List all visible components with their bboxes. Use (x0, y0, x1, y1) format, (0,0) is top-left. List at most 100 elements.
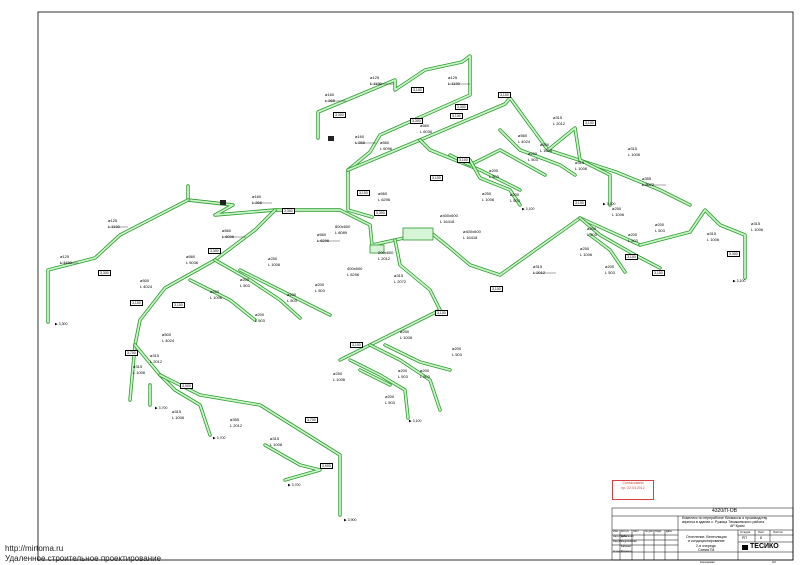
dimension-label: L 1006 (540, 148, 553, 153)
damper (369, 244, 385, 254)
dimension-label: L 4024 (140, 284, 153, 289)
dimension-label: L 1130 (448, 81, 460, 86)
duct (469, 159, 521, 206)
dimension-label: ø200 (452, 346, 462, 351)
dimension-label: L 503 (452, 352, 462, 357)
elevation-mark: ▶ 3,900 (344, 518, 357, 522)
duct (239, 269, 331, 316)
dimension-label: ø315 (270, 436, 280, 441)
dimension-label: L 268 (325, 98, 335, 103)
project-line-3: АР Крым (730, 524, 745, 528)
elevation-tag: 3,300 (333, 112, 346, 118)
elevation-tag: 3,100 (411, 87, 424, 93)
signature-cell: Нач.отдела (613, 535, 627, 538)
elevation-tag: 3,300 (282, 208, 295, 214)
duct (47, 199, 189, 323)
dimension-label: ø200 (510, 192, 520, 197)
dimension-label: ø200 (655, 222, 665, 227)
watermark-text: Удаленное строительное проектирование (5, 554, 162, 563)
elevation-tag: 3,300 (374, 210, 387, 216)
signature-cell: Изм. (613, 530, 619, 533)
drawing-frame (37, 11, 794, 561)
project-line-1: Комплекс по переработке биомассы и произ… (682, 516, 768, 520)
elevation-tag: 3,100 (172, 302, 185, 308)
dimension-label: L 2072 (394, 279, 407, 284)
watermark-url[interactable]: http://mirtoma.ru (5, 544, 64, 553)
duct (419, 139, 521, 191)
signature-cell: Кол.уч (621, 530, 629, 533)
signature-cell: Лист (633, 530, 639, 533)
elevation-mark: ▶ 3,700 (213, 436, 226, 440)
dimension-label: ø500 (162, 332, 172, 337)
elevation-tag: 3,300 (727, 251, 740, 257)
dimension-label: ø560 (186, 254, 196, 259)
leader-lines (60, 83, 666, 274)
dimension-label: ø160 (325, 92, 335, 97)
duct (384, 344, 451, 371)
dimension-label: ø250 (580, 246, 590, 251)
dimension-label: L 503 (489, 174, 499, 179)
duct (349, 359, 409, 419)
dimension-label: ø315 (133, 364, 143, 369)
duct (134, 344, 211, 436)
approval-stamp: Согласовано пр. 22.03.2012 (612, 480, 654, 500)
col-sheets: Листов (773, 530, 783, 534)
dimension-label: L 1006 (400, 335, 413, 340)
elevation-tag: 3,300 (98, 270, 111, 276)
dimension-label: ø400х600 (463, 229, 481, 234)
elevation-tag: 3,100 (583, 120, 596, 126)
dimension-label: ø400х600 (440, 213, 458, 218)
elevation-mark: ▶ 3,700 (288, 483, 301, 487)
dimension-label: L 6096 (380, 146, 393, 151)
dimension-label: 200х600 (378, 250, 394, 255)
dimension-label: L 503 (528, 157, 538, 162)
duct (639, 209, 746, 279)
signature-cell: Разраб. (613, 540, 623, 543)
dimension-label: L 4024 (162, 338, 175, 343)
dimension-label: ø315 (707, 231, 717, 236)
company-logo (742, 545, 748, 550)
dimension-label: ø200 (489, 168, 499, 173)
dimension-label: ø315 (394, 273, 404, 278)
dimension-label: ø315 (575, 160, 585, 165)
dimension-label: L 1130 (108, 224, 120, 229)
dimension-label: L 2012 (230, 423, 243, 428)
dimension-label: ø160 (355, 134, 365, 139)
dimension-label: L 2012 (378, 256, 391, 261)
dimension-label: L 6296 (347, 272, 360, 277)
dimension-label: ø200 (287, 292, 297, 297)
copied-label: Копировал (700, 560, 716, 564)
dimension-label: L 1006 (210, 295, 223, 300)
dimension-label: ø560 (380, 140, 390, 145)
dimension-label: ø200 (587, 226, 597, 231)
dimension-label: L 503 (510, 198, 520, 203)
dimension-label: L 6030 (420, 129, 433, 134)
dimension-label: 400х600 (347, 266, 363, 271)
elevation-tag: 3,900 (320, 463, 333, 469)
dimension-label: ø125 (448, 75, 458, 80)
dimension-label: L 1130 (60, 260, 72, 265)
signature-cell: Андреевская (621, 540, 637, 543)
duct (369, 344, 441, 411)
duct (213, 258, 302, 320)
elevation-mark: ▶ 3,700 (155, 406, 168, 410)
dimension-label: ø315 (628, 146, 638, 151)
dimension-label: ø560 (222, 228, 232, 233)
duct-branch-top (316, 54, 692, 219)
duct (189, 279, 256, 321)
signature-cell: Бабенко (621, 545, 632, 548)
dimension-label: ø315 (150, 353, 160, 358)
elevation-tag: 3,100 (435, 310, 448, 316)
dimension-label: L 2012 (533, 270, 546, 275)
dimension-label: ø200 (255, 312, 265, 317)
dimension-label: ø200 (628, 232, 638, 237)
dimension-label: L 6096 (222, 234, 235, 239)
dimension-label: L 2072 (642, 182, 655, 187)
signature-cell: Кибальчич (621, 535, 634, 538)
elevation-tag: 3,100 (357, 190, 370, 196)
sheet-title-4: Схема П4 (698, 548, 715, 552)
duct (264, 444, 321, 481)
stage-value: РП (742, 536, 747, 540)
dimension-label: L 1130 (370, 81, 382, 86)
dimension-label: ø315 (751, 221, 761, 226)
